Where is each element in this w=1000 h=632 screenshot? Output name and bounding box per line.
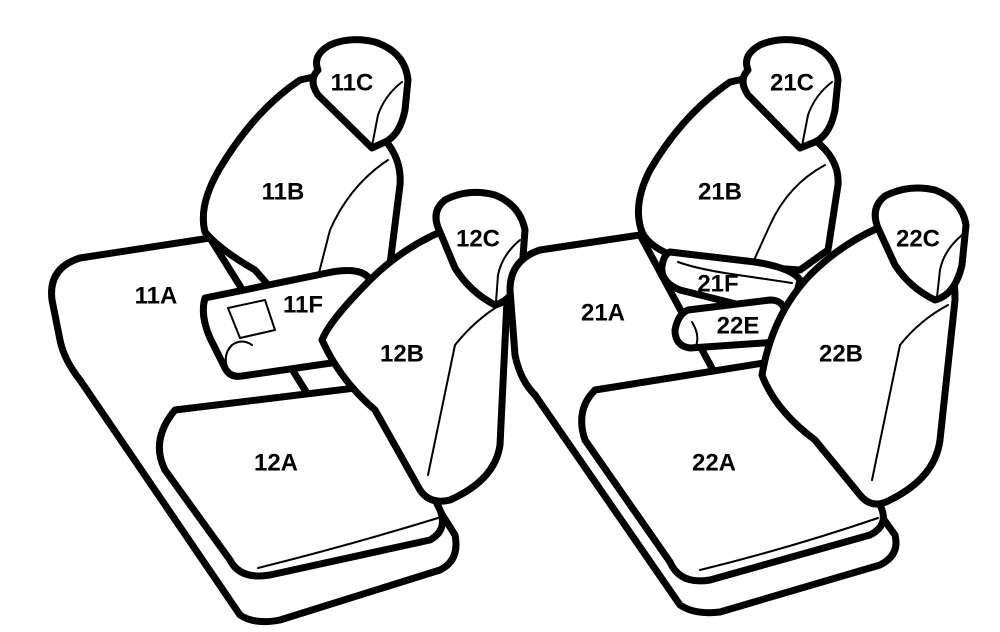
label-22E: 22E <box>717 312 760 339</box>
label-12A: 12A <box>254 449 298 476</box>
seat-part-22B <box>758 224 959 508</box>
seat-part-12A-front-line <box>257 517 439 569</box>
label-21A: 21A <box>581 299 625 326</box>
label-22B: 22B <box>819 340 863 367</box>
seat-part-22C-side-line <box>936 234 963 298</box>
label-11F: 11F <box>283 291 323 318</box>
seat-part-22A-front-line <box>699 517 879 571</box>
seat-part-21B-side-line <box>754 164 826 259</box>
seat-part-11F-tray <box>227 299 276 339</box>
seat-part-11F-end <box>224 340 253 371</box>
seat-part-11C-side-line <box>371 81 403 147</box>
label-11C: 11C <box>331 69 374 96</box>
label-12C: 12C <box>456 225 500 252</box>
seat-part-22C <box>871 184 970 304</box>
label-12B: 12B <box>380 340 424 367</box>
label-22A: 22A <box>692 449 736 476</box>
seat-part-22B-side-line <box>871 304 949 481</box>
label-11A: 11A <box>135 282 178 309</box>
label-11B: 11B <box>262 178 305 205</box>
seat-part-12B <box>318 228 514 505</box>
seat-part-21C-side-line <box>801 81 833 147</box>
seat-part-11B <box>199 72 404 314</box>
seat-part-11C <box>309 36 412 152</box>
label-21B: 21B <box>698 178 742 205</box>
seat-part-21C <box>739 36 842 152</box>
seat-part-11B-side-line <box>311 159 389 301</box>
right-seat-set <box>506 36 970 617</box>
seat-part-12A <box>155 381 446 580</box>
seat-part-12C <box>432 188 529 309</box>
seat-part-12C-side-line <box>495 239 521 303</box>
left-seat-set <box>48 36 529 626</box>
label-22C: 22C <box>896 225 940 252</box>
seat-part-22E-inner-line <box>691 321 699 347</box>
seat-part-22E <box>671 296 789 352</box>
seat-part-21F-inner-line <box>677 261 793 284</box>
label-21F: 21F <box>697 270 738 297</box>
label-21C: 21C <box>770 69 814 96</box>
part-labels: 11C 11B 11A 11F 12C 12B 12A 21C 21B 21A … <box>135 69 940 476</box>
